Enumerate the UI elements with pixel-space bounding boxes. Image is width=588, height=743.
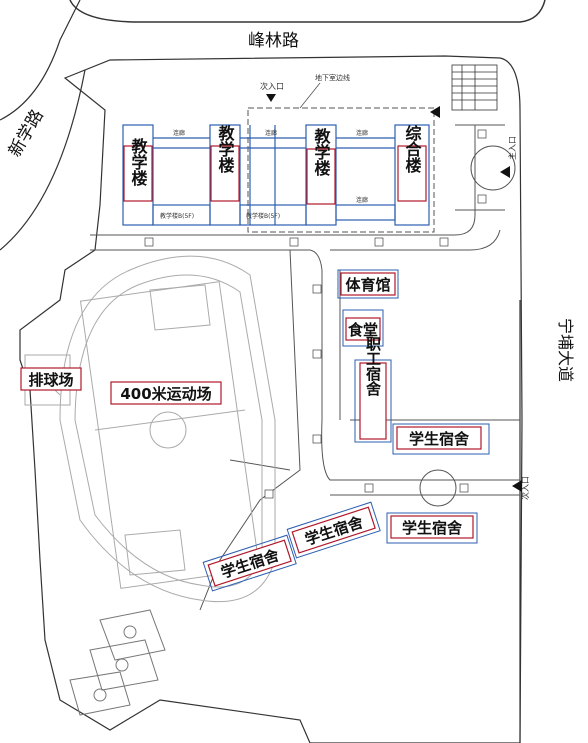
annex-label-b: 教学楼B(5F) (246, 212, 280, 220)
underground-garage-label: 地下室边线 (315, 73, 350, 82)
student-dorm-2-label: 学生宿舍 (402, 519, 463, 537)
west-road-edge (0, 0, 81, 121)
staff-dorm-outline (354, 359, 392, 443)
north-secondary-entrance-label: 次入口 (260, 81, 284, 91)
volleyball-label: 排球场 (28, 371, 73, 389)
ne-arrow-icon (430, 106, 440, 118)
basketball-courts (69, 609, 166, 716)
underground-garage-outline (247, 107, 435, 233)
student-dorm-3-box (291, 506, 376, 554)
west-road-label: 新学路 (5, 106, 48, 160)
teaching-building-1-label: 教学楼 (129, 137, 148, 187)
north-road-edge (69, 0, 546, 23)
gym-label: 体育馆 (345, 276, 390, 294)
student-dorm-3-outline (286, 501, 381, 559)
gym-box (340, 272, 396, 296)
teaching-building-2-box (210, 145, 240, 202)
annex-label-a: 教学楼B(5F) (160, 212, 194, 220)
east-secondary-entrance-label: 次入口 (520, 476, 530, 500)
main-entrance-label: 主入口 (507, 136, 517, 160)
teaching-building-2-label: 教学楼 (216, 124, 235, 174)
teaching-building-3-box (306, 148, 336, 205)
canteen-label: 食堂 (348, 321, 378, 339)
volleyball-box (20, 367, 82, 391)
canteen-outline (342, 309, 384, 347)
canteen-box (345, 317, 381, 341)
complex-building-box (397, 145, 427, 202)
student-dorm-1-box (396, 426, 482, 450)
student-dorm-2-outline (386, 512, 478, 544)
east-road-label: 宁埔大道 (556, 318, 575, 382)
student-dorm-4-outline (202, 534, 297, 592)
corridor-label-3: 连廊 (356, 129, 368, 137)
corridor-label-4: 连廊 (356, 196, 368, 204)
teaching-building-1-box (123, 145, 153, 202)
northeast-facility (451, 64, 498, 111)
teaching-block-outlines (122, 124, 430, 226)
corridor-label-2: 连廊 (265, 129, 277, 137)
dimension-tags (144, 129, 487, 499)
east-entrance-arrow-icon (512, 480, 522, 492)
west-road-edge-2 (0, 69, 86, 251)
track-box (110, 381, 222, 405)
underground-garage-leader (299, 82, 321, 109)
corridor-label-1: 连廊 (173, 129, 185, 137)
complex-building-label: 综合楼 (403, 124, 422, 174)
main-entrance-arrow-icon (500, 166, 510, 178)
staff-dorm-box (359, 362, 387, 440)
north-entrance-arrow-icon (266, 94, 276, 102)
student-dorm-1-outline (392, 423, 490, 455)
student-dorm-2-box (390, 515, 474, 539)
track-label: 400米运动场 (120, 385, 211, 403)
student-dorm-1-label: 学生宿舍 (409, 430, 470, 448)
building-labels: 教学楼 教学楼 教学楼 综合楼 体育馆 食堂 职工宿舍 学生宿舍 学生宿舍 (20, 124, 490, 592)
teaching-building-3-label: 教学楼 (312, 127, 331, 177)
student-dorm-4-box (207, 539, 292, 587)
site-boundary (19, 55, 523, 743)
gym-outline (337, 269, 399, 299)
staff-dorm-label: 职工宿舍 (364, 336, 382, 397)
north-road-label: 峰林路 (248, 31, 299, 51)
